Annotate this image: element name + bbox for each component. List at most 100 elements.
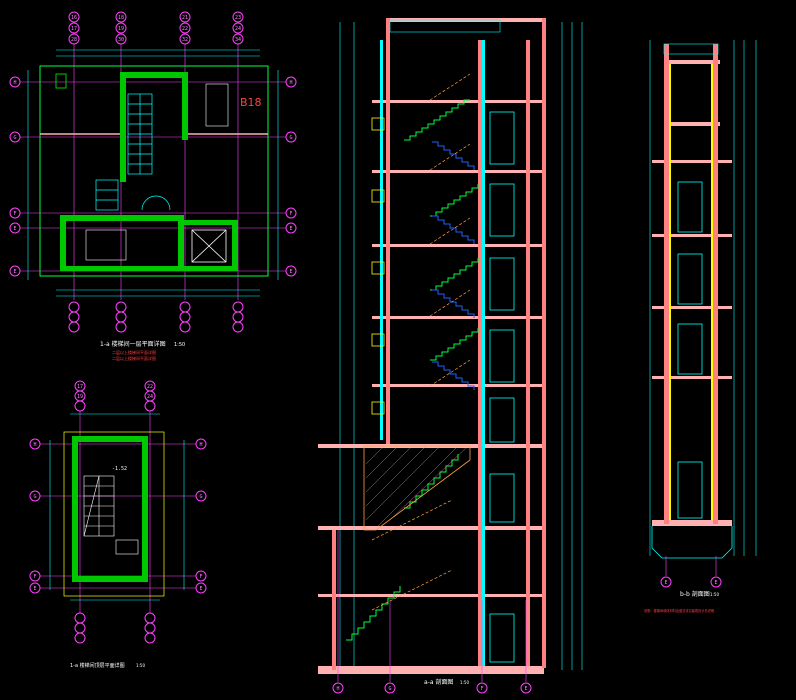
grid-label: G (388, 686, 391, 692)
dimension-lines (27, 49, 279, 297)
floor-plan-small: H G F E H G F E 17 19 22 24 (29, 380, 207, 669)
stair-flights-blue (432, 141, 475, 390)
grid-label: 21 (182, 15, 188, 21)
grid-bubble-labels-side: H G F E E H G F E E (13, 80, 292, 275)
elevator-pit (651, 526, 733, 559)
window-mullions (380, 40, 485, 666)
grid-label: H (289, 80, 292, 86)
grid-label: E (13, 226, 16, 232)
dimension-lines-right (561, 22, 583, 670)
roof-parapet (389, 19, 501, 33)
slabs (652, 60, 732, 526)
grid-label: 17 (77, 384, 83, 390)
grid-bubble-labels: E E (664, 580, 717, 586)
grid-label: E (199, 586, 202, 592)
grid-bubbles-top (29, 380, 207, 644)
grid-label: 24 (147, 394, 153, 400)
grid-label: E (664, 580, 667, 586)
grid-label: E (289, 269, 292, 275)
grid-label: H (13, 80, 16, 86)
elevator-shaft (191, 229, 227, 263)
section-title: b-b 剖面图 (680, 590, 710, 598)
grid-bubble-labels: H G F E (336, 686, 527, 692)
grid-label: E (13, 269, 16, 275)
grid-label: 23 (235, 15, 241, 21)
room-fixtures (85, 83, 229, 261)
grid-label: H (199, 442, 202, 448)
grid-label: F (199, 574, 202, 580)
hatched-stair-block (363, 445, 471, 531)
grid-label: 19 (77, 394, 83, 400)
wall-finish (669, 64, 713, 520)
walls-section (332, 18, 546, 670)
grid-label: 16 (71, 15, 77, 21)
walls (72, 436, 148, 582)
walls-section (664, 44, 718, 524)
grid-label: G (33, 494, 36, 500)
grid-label: G (199, 494, 202, 500)
stair-flights (346, 99, 479, 641)
section-scale: 1:50 (710, 592, 719, 597)
dimension-lines (49, 413, 185, 601)
dimension-lines-left (339, 22, 355, 670)
grid-label: 32 (182, 37, 188, 43)
elevator-doors (677, 181, 703, 519)
door-swings (141, 195, 171, 211)
column (55, 73, 67, 89)
grid-label: 18 (118, 15, 124, 21)
plan-note: 二层以上楼梯间平面详图 (112, 349, 156, 355)
grid-label: E (714, 580, 717, 586)
walls (60, 72, 238, 271)
grid-bubbles-bottom (332, 682, 532, 694)
plan-scale: 1:50 (174, 342, 185, 348)
section-note: 说明：楼梯间墙体材料及做法详见建筑设计总说明 (644, 608, 714, 613)
grid-bubble-labels: H G F E H G F E 17 19 22 24 (33, 384, 202, 592)
plan-title: 1-a 楼梯间一层平面详图 (100, 340, 166, 348)
grid-bubbles-bottom (660, 576, 722, 588)
section-bb: E E b-b 剖面图 1:50 说明：楼梯间墙体材料及做法详见建筑设计总说明 (644, 40, 757, 613)
grid-label: F (480, 686, 483, 692)
grid-lines (665, 556, 717, 576)
plan-scale: 1:50 (136, 663, 145, 668)
plan-boundary (39, 65, 269, 277)
elevation-tag: -1.52 (112, 466, 127, 472)
grid-label: H (33, 442, 36, 448)
grid-lines (20, 44, 286, 300)
dimension-lines (649, 40, 757, 556)
grid-label: 34 (235, 37, 241, 43)
grid-label: E (289, 226, 292, 232)
room-tag: B18 (240, 96, 262, 109)
grid-label: 22 (182, 26, 188, 32)
grid-label: F (13, 211, 16, 217)
plan-note: 二层以上楼梯间平面详图 (112, 355, 156, 361)
grid-bubbles-top (68, 11, 244, 45)
section-aa: H G F E a-a 剖面图 1:50 (318, 18, 583, 694)
slabs (318, 18, 544, 674)
stair-plan (83, 475, 139, 555)
doors (489, 111, 515, 663)
grid-label: G (289, 135, 292, 141)
grid-label: 19 (118, 26, 124, 32)
grid-label: 24 (235, 26, 241, 32)
stair-plan (95, 93, 153, 211)
grid-label: 28 (71, 37, 77, 43)
roof-parapet (663, 43, 719, 55)
grid-label: H (336, 686, 339, 692)
grid-label: G (13, 135, 16, 141)
plan-boundary (63, 431, 165, 597)
grid-bubble-labels-top: 16 17 28 18 19 30 21 22 32 23 24 34 (71, 15, 241, 43)
grid-label: 17 (71, 26, 77, 32)
grid-label: E (33, 586, 36, 592)
section-scale: 1:50 (460, 680, 469, 685)
grid-label: E (524, 686, 527, 692)
plan-title: 1-a 楼梯间顶层平面详图 (70, 662, 125, 669)
grid-label: 30 (118, 37, 124, 43)
floor-plan-top: 16 17 28 18 19 30 21 22 32 23 24 34 H G … (9, 11, 297, 361)
section-title: a-a 剖面图 (424, 678, 453, 686)
grid-label: 22 (147, 384, 153, 390)
grid-label: F (33, 574, 36, 580)
grid-bubbles-bottom (68, 301, 244, 333)
windows (371, 117, 385, 415)
grid-label: F (289, 211, 292, 217)
